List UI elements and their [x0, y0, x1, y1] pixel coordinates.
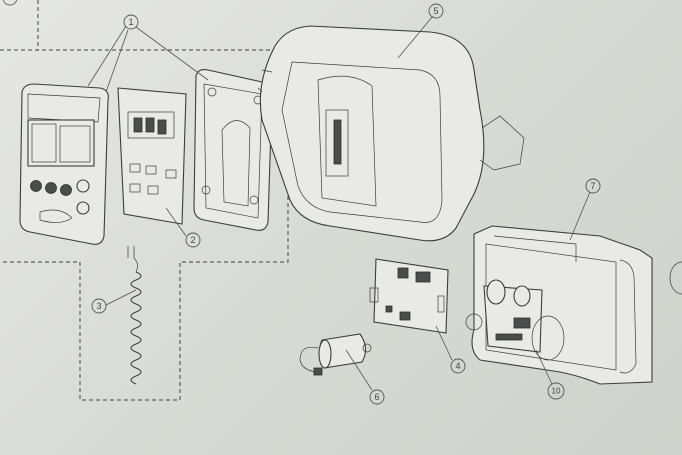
svg-text:6: 6 — [374, 392, 379, 402]
callout-10: 10 — [547, 382, 565, 400]
partial-part-right-edge — [669, 261, 682, 295]
svg-text:5: 5 — [433, 6, 438, 16]
display-board — [117, 87, 187, 225]
callout-6: 6 — [369, 389, 385, 405]
front-keypad-housing — [19, 83, 109, 245]
callout-4: 4 — [450, 358, 466, 374]
callout-3: 3 — [91, 298, 107, 314]
svg-text:2: 2 — [190, 235, 195, 245]
control-board — [369, 258, 449, 334]
leader-lines — [2, 0, 591, 391]
callout-1: 1 — [123, 14, 139, 30]
coiled-cable — [127, 246, 142, 385]
motor — [299, 333, 372, 376]
main-cover — [257, 25, 525, 242]
callout-5: 5 — [428, 3, 444, 19]
callout-7: 7 — [585, 178, 601, 194]
power-board-assembly — [465, 279, 565, 361]
svg-text:4: 4 — [455, 361, 460, 371]
svg-text:10: 10 — [552, 387, 561, 396]
svg-text:3: 3 — [96, 301, 101, 311]
svg-text:1: 1 — [128, 17, 133, 27]
back-shell — [193, 69, 273, 231]
svg-text:7: 7 — [590, 181, 595, 191]
callout-2: 2 — [185, 232, 201, 248]
